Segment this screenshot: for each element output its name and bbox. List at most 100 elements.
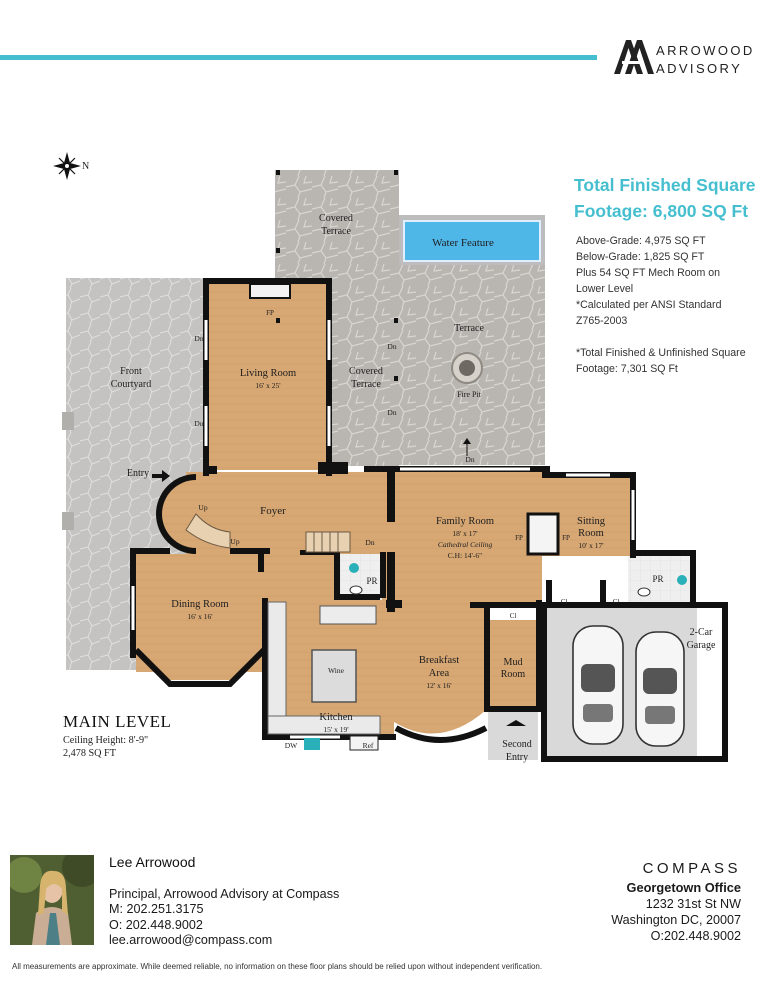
ref-label: Ref xyxy=(363,741,374,750)
agent-email[interactable]: lee.arrowood@compass.com xyxy=(109,932,273,947)
entry-label: Entry xyxy=(127,468,149,479)
north-label: N xyxy=(82,161,89,172)
breakfast-area-label: Breakfast xyxy=(419,655,459,666)
agent-contact: Principal, Arrowood Advisory at Compass … xyxy=(109,887,339,948)
fp-label: FP xyxy=(562,534,570,542)
north-arrow-icon xyxy=(53,152,81,180)
header-accent-bar xyxy=(0,55,597,60)
family-room-size: 18' x 17' xyxy=(452,529,478,538)
covered-terrace-mid-label: Covered xyxy=(349,366,383,377)
mud-room-floor xyxy=(486,620,542,708)
dw-label: DW xyxy=(285,741,298,750)
wine-label: Wine xyxy=(328,666,345,675)
ceiling-height: Ceiling Height: 8'-9" xyxy=(63,735,149,746)
sitting-room-size: 10' x 17' xyxy=(578,541,604,550)
powder-room-label: PR xyxy=(652,574,663,584)
level-details: Ceiling Height: 8'-9" 2,478 SQ FT xyxy=(63,734,148,760)
sf-note: Below-Grade: 1,825 SQ FT xyxy=(576,251,705,263)
mud-room-label: Mud xyxy=(504,657,523,668)
family-room-label: Family Room xyxy=(436,516,494,527)
fp-label: FP xyxy=(266,309,274,317)
sf-note: Plus 54 SQ FT Mech Room on xyxy=(576,267,721,279)
agent-mobile: M: 202.251.3175 xyxy=(109,902,204,917)
square-footage-notes: Above-Grade: 4,975 SQ FT Below-Grade: 1,… xyxy=(576,233,766,377)
sf-note: *Calculated per ANSI Standard xyxy=(576,299,722,311)
disclaimer: All measurements are approximate. While … xyxy=(12,962,543,971)
agent-title: Principal, Arrowood Advisory at Compass xyxy=(109,887,340,901)
living-fireplace-icon xyxy=(249,283,291,299)
water-feature-pool xyxy=(404,221,540,261)
powder-room-label: PR xyxy=(366,576,377,586)
breakfast-area-size: 12' x 16' xyxy=(426,681,452,690)
brand-name-line1: ARROWOOD xyxy=(656,43,755,58)
living-room-size: 16' x 25' xyxy=(255,381,281,390)
garage-label: 2-Car xyxy=(690,627,713,638)
sf-note: Z765-2003 xyxy=(576,315,628,327)
stairs-icon xyxy=(185,513,351,553)
foyer-label: Foyer xyxy=(260,505,286,517)
fire-pit-label: Fire Pit xyxy=(457,390,482,399)
stair-down-label: Dn xyxy=(387,408,396,417)
car-icon xyxy=(572,625,624,745)
breakfast-area-label: Area xyxy=(429,668,450,679)
sf-note: Above-Grade: 4,975 SQ FT xyxy=(576,235,706,247)
stair-down-label: Dn xyxy=(465,455,474,464)
stair-down-label: Dn xyxy=(387,342,396,351)
level-area: 2,478 SQ FT xyxy=(63,748,116,759)
arrowood-logo-icon xyxy=(614,40,654,74)
office-phone: O:202.448.9002 xyxy=(650,929,741,943)
office-name: Georgetown Office xyxy=(626,880,741,895)
closet-label: Cl xyxy=(561,598,568,606)
stair-down-label: Dn xyxy=(365,538,374,547)
agent-office-phone: O: 202.448.9002 xyxy=(109,917,203,932)
breakfast-area-floor xyxy=(394,602,486,734)
stair-up-label: Up xyxy=(230,537,239,546)
office-city: Washington DC, 20007 xyxy=(611,913,741,927)
kitchen-size: 15' x 19' xyxy=(323,725,349,734)
family-room-ceiling: Cathedral Ceiling xyxy=(438,540,493,549)
covered-terrace-mid-label: Terrace xyxy=(351,379,381,390)
family-fireplace-icon xyxy=(526,512,560,556)
stair-down-label: Dn xyxy=(194,334,203,343)
stair-down-label: Dn xyxy=(194,419,203,428)
brand-name-line2: ADVISORY xyxy=(656,61,743,76)
dining-room-size: 16' x 16' xyxy=(187,612,213,621)
agent-photo xyxy=(10,855,94,945)
front-courtyard-label: Front xyxy=(120,366,142,377)
sf-title-line1: Total Finished Square xyxy=(574,175,756,195)
family-room-height: C.H: 14'-6" xyxy=(448,551,482,560)
living-room-floor xyxy=(207,284,331,470)
family-room-floor xyxy=(394,472,542,602)
arrowood-advisory-logo: ARROWOOD ADVISORY xyxy=(612,34,762,78)
second-entry-label: Second xyxy=(502,739,531,750)
kitchen-sink-icon xyxy=(304,738,320,750)
total-square-footage-title: Total Finished Square Footage: 6,800 SQ … xyxy=(574,172,773,224)
office-info: COMPASS Georgetown Office 1232 31st St N… xyxy=(611,860,741,944)
level-title: MAIN LEVEL xyxy=(63,712,172,731)
compass-logo: COMPASS xyxy=(642,860,741,877)
dining-room-label: Dining Room xyxy=(171,599,228,610)
sitting-room-label: Sitting xyxy=(577,516,606,527)
sf-title-line2: Footage: 6,800 SQ Ft xyxy=(574,201,749,221)
closet-label: Cl xyxy=(613,598,620,606)
kitchen-label: Kitchen xyxy=(319,712,353,723)
living-room-label: Living Room xyxy=(240,368,296,379)
covered-terrace-label: Covered xyxy=(319,213,353,224)
sf-note: Footage: 7,301 SQ Ft xyxy=(576,363,678,375)
entry-arrow-icon xyxy=(152,470,170,482)
closet-label: Cl xyxy=(510,612,517,620)
terrace-label: Terrace xyxy=(454,323,484,334)
office-street: 1232 31st St NW xyxy=(645,897,741,911)
sf-note: *Total Finished & Unfinished Square xyxy=(576,347,746,359)
sitting-room-label: Room xyxy=(578,528,604,539)
front-courtyard-label: Courtyard xyxy=(111,379,152,390)
mud-room-label: Room xyxy=(501,669,526,680)
stair-up-label: Up xyxy=(198,503,207,512)
kitchen-island xyxy=(311,649,357,703)
second-entry-arrow-icon xyxy=(506,720,526,726)
fp-label: FP xyxy=(515,534,523,542)
sf-note: Lower Level xyxy=(576,283,634,295)
car-icon xyxy=(635,631,685,747)
agent-name: Lee Arrowood xyxy=(109,854,196,870)
